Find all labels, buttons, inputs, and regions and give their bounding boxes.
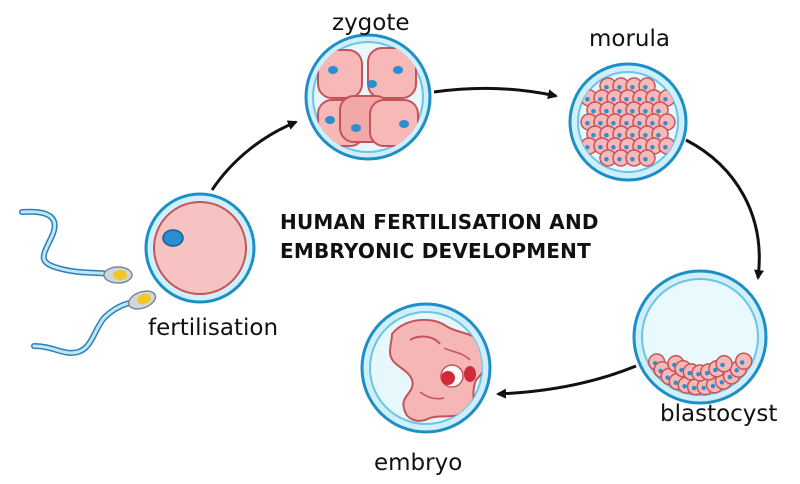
egg-cell: [144, 192, 256, 304]
stage-label-embryo: embryo: [374, 450, 463, 476]
embryo-cell: [360, 302, 492, 434]
zygote-cell: [304, 33, 432, 161]
diagram-title-line2: EMBRYONIC DEVELOPMENT: [280, 239, 591, 263]
blastocyst-cell: [632, 269, 768, 405]
stage-label-zygote: zygote: [332, 10, 410, 36]
arrow-fertilisation-to-zygote: [210, 120, 298, 191]
diagram-title-line1: HUMAN FERTILISATION AND: [280, 210, 599, 234]
sperm-icon: [19, 208, 133, 284]
stage-label-fertilisation: fertilisation: [148, 315, 279, 341]
arrow-zygote-to-morula: [433, 87, 558, 100]
arrow-morula-to-blastocyst: [685, 138, 764, 280]
arrow-blastocyst-to-embryo: [496, 364, 637, 399]
stage-label-blastocyst: blastocyst: [660, 401, 778, 427]
morula-cell: [568, 62, 688, 182]
sperm-icon: [31, 290, 157, 356]
stage-label-morula: morula: [589, 26, 670, 52]
